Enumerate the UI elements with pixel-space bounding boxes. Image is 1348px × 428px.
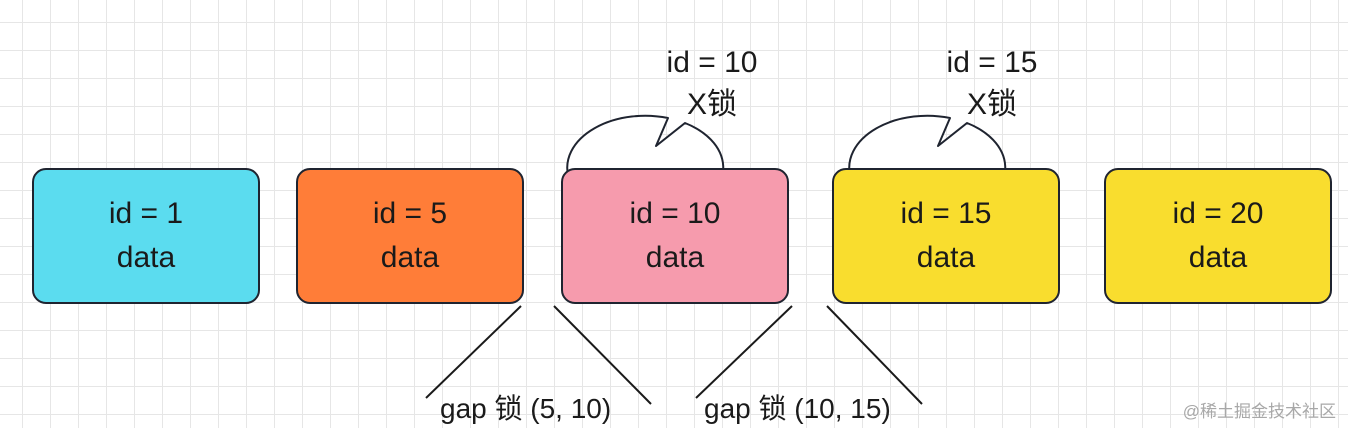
record-id-1: id = 1 data <box>32 168 260 304</box>
gap-line-left-10-15 <box>695 305 793 399</box>
record-id-label: id = 15 <box>900 197 992 230</box>
record-id-label: id = 5 <box>372 197 448 230</box>
bubble-line-id: id = 15 <box>946 46 1038 79</box>
record-data-label: data <box>1188 241 1248 274</box>
record-id-label: id = 10 <box>629 197 721 230</box>
watermark: @稀土掘金技术社区 <box>1182 402 1336 421</box>
gap-line-left-5-10 <box>425 305 522 399</box>
bubble-text-id15: id = 15 X锁 <box>912 42 1072 126</box>
record-data-label: data <box>916 241 976 274</box>
gap-lock-label-5-10: gap 锁 (5, 10) <box>440 393 612 424</box>
record-data-label: data <box>380 241 440 274</box>
record-id-5: id = 5 data <box>296 168 524 304</box>
bubble-line-lock: X锁 <box>686 88 737 121</box>
bubble-text-id10: id = 10 X锁 <box>632 42 792 126</box>
record-data-label: data <box>116 241 176 274</box>
bubble-line-lock: X锁 <box>966 88 1017 121</box>
gap-line-right-10-15 <box>826 305 923 405</box>
record-id-10: id = 10 data <box>561 168 789 304</box>
gap-lock-label-10-15: gap 锁 (10, 15) <box>704 393 891 424</box>
record-id-label: id = 20 <box>1172 197 1264 230</box>
record-id-20: id = 20 data <box>1104 168 1332 304</box>
record-id-15: id = 15 data <box>832 168 1060 304</box>
gap-line-right-5-10 <box>553 305 652 405</box>
bubble-line-id: id = 10 <box>666 46 758 79</box>
record-data-label: data <box>645 241 705 274</box>
record-id-label: id = 1 <box>108 197 184 230</box>
